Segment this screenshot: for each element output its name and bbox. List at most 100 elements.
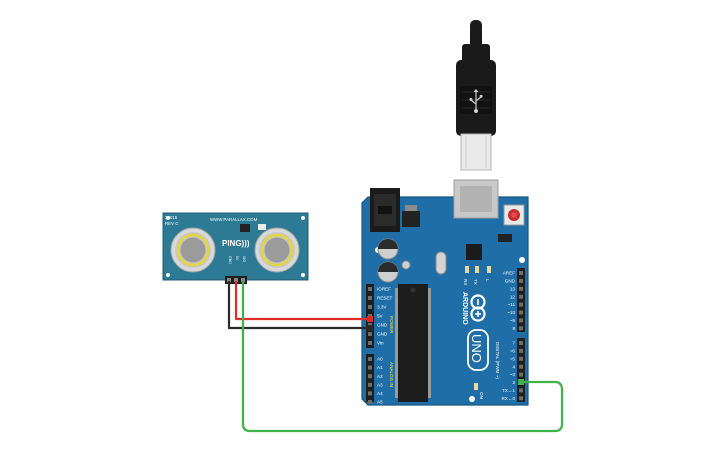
header-pin-hole[interactable] xyxy=(368,305,372,309)
arduino-brand: ARDUINO xyxy=(461,292,468,325)
arduino-uno-board[interactable]: RX TX L ON ARDUINO UNO xyxy=(361,179,529,406)
pin-label: RESET xyxy=(377,296,393,301)
header-pin-hole[interactable] xyxy=(519,326,523,331)
ping-ultrasonic-sensor[interactable]: 28015 REV C WWW.PARALLAX.COM PING))) GND… xyxy=(162,212,309,284)
mounting-hole xyxy=(166,273,170,277)
usb-chip xyxy=(466,244,482,260)
wire-endpoint xyxy=(367,316,373,322)
pin-label: AREF xyxy=(503,271,515,276)
pin-label: 7 xyxy=(512,341,515,346)
mounting-hole xyxy=(301,273,305,277)
gnd-wire[interactable] xyxy=(227,280,372,330)
header-pin-hole[interactable] xyxy=(519,341,523,345)
header-pin-hole[interactable] xyxy=(519,286,523,291)
header-pin-hole[interactable] xyxy=(368,341,372,345)
pin-label: 12 xyxy=(510,294,516,299)
led-label-on: ON xyxy=(479,392,484,399)
pin-label: 8 xyxy=(512,326,515,331)
header-pin-hole[interactable] xyxy=(368,296,372,300)
sensor-pin-label-sig: SIG xyxy=(242,256,246,262)
pin-label: ~3 xyxy=(510,372,516,377)
usb-cable[interactable] xyxy=(456,20,496,171)
reset-button[interactable] xyxy=(503,204,525,226)
header-pin-hole[interactable] xyxy=(368,391,372,396)
header-pin-hole[interactable] xyxy=(368,287,372,291)
pin-label: ~11 xyxy=(508,302,516,307)
header-pin-hole[interactable] xyxy=(519,294,523,299)
pin-label: GND xyxy=(377,332,388,337)
pin-label: ~9 xyxy=(510,318,516,323)
header-pin-hole[interactable] xyxy=(519,278,523,283)
header-pin-hole[interactable] xyxy=(368,382,372,387)
header-pin-hole[interactable] xyxy=(519,388,523,393)
sensor-pin-label-5v: 5V xyxy=(235,256,239,261)
sensor-model: 28015 xyxy=(165,215,178,220)
wire-endpoint xyxy=(367,325,373,331)
sensor-component xyxy=(240,224,250,232)
led-label-tx: TX xyxy=(473,279,478,285)
usb-b-port[interactable] xyxy=(453,179,499,219)
sensor-rev: REV C xyxy=(165,221,178,226)
header-pin-hole[interactable] xyxy=(519,396,523,401)
header-pin-hole[interactable] xyxy=(519,348,523,353)
capacitor xyxy=(377,261,399,283)
sensor-website: WWW.PARALLAX.COM xyxy=(210,217,258,222)
pin-label: 4 xyxy=(512,364,515,369)
header-pin-hole[interactable] xyxy=(519,271,523,275)
pin-label: GND xyxy=(377,323,388,328)
header-pin-hole[interactable] xyxy=(519,318,523,323)
mounting-hole xyxy=(301,216,305,220)
header-pin-hole[interactable] xyxy=(368,357,372,361)
power-header-title: POWER xyxy=(389,316,394,334)
analog-header-title: ANALOG IN xyxy=(389,362,394,387)
pin-label: A5 xyxy=(377,400,383,405)
icsp-header xyxy=(498,234,512,242)
ultrasonic-receiver xyxy=(254,227,300,273)
dc-power-jack[interactable] xyxy=(370,188,400,232)
arduino-model: UNO xyxy=(469,334,484,363)
sensor-brand: PING))) xyxy=(222,239,250,248)
capacitor xyxy=(377,238,399,260)
header-pin-hole[interactable] xyxy=(519,356,523,361)
crystal-oscillator xyxy=(435,251,447,275)
pin-label: IOREF xyxy=(377,287,391,292)
header-pin-hole[interactable] xyxy=(368,374,372,379)
wire-endpoint xyxy=(518,379,524,385)
led-label-l: L xyxy=(485,279,490,282)
pin-label: 5V xyxy=(377,314,384,319)
header-pin-hole[interactable] xyxy=(519,302,523,307)
digital-header-title: DIGITAL (PWM ~) xyxy=(495,342,500,379)
pin-label: 2 xyxy=(512,380,515,385)
usb-icon xyxy=(469,89,483,113)
pin-label: A0 xyxy=(377,357,383,362)
header-pin-hole[interactable] xyxy=(368,365,372,370)
pin-label: A2 xyxy=(377,374,383,379)
pin-label: ~10 xyxy=(507,310,515,315)
mounting-hole xyxy=(519,257,525,263)
header-pin-hole[interactable] xyxy=(519,310,523,315)
pin-label: A4 xyxy=(377,391,383,396)
header-pin-hole[interactable] xyxy=(368,332,372,336)
small-component xyxy=(401,260,411,270)
pin-label: Vin xyxy=(377,341,384,346)
digital-top-pin-holes xyxy=(519,271,523,331)
voltage-regulator xyxy=(402,205,420,227)
arduino-logo: ARDUINO UNO xyxy=(461,292,489,371)
pin-label: TX→1 xyxy=(502,388,515,393)
pin-label: 3.3V xyxy=(377,305,387,310)
5v-wire[interactable] xyxy=(234,280,372,321)
header-pin-hole[interactable] xyxy=(368,400,372,404)
pin-label: A1 xyxy=(377,365,383,370)
pin-label: ~5 xyxy=(510,356,516,361)
atmega-chip xyxy=(395,284,431,402)
pin-label: GND xyxy=(505,279,516,284)
signal-wire[interactable] xyxy=(241,280,564,433)
pin-label: ~6 xyxy=(510,349,516,354)
header-pin-hole[interactable] xyxy=(519,372,523,377)
header-pin-hole[interactable] xyxy=(519,364,523,369)
led-label-rx: RX xyxy=(463,279,468,285)
